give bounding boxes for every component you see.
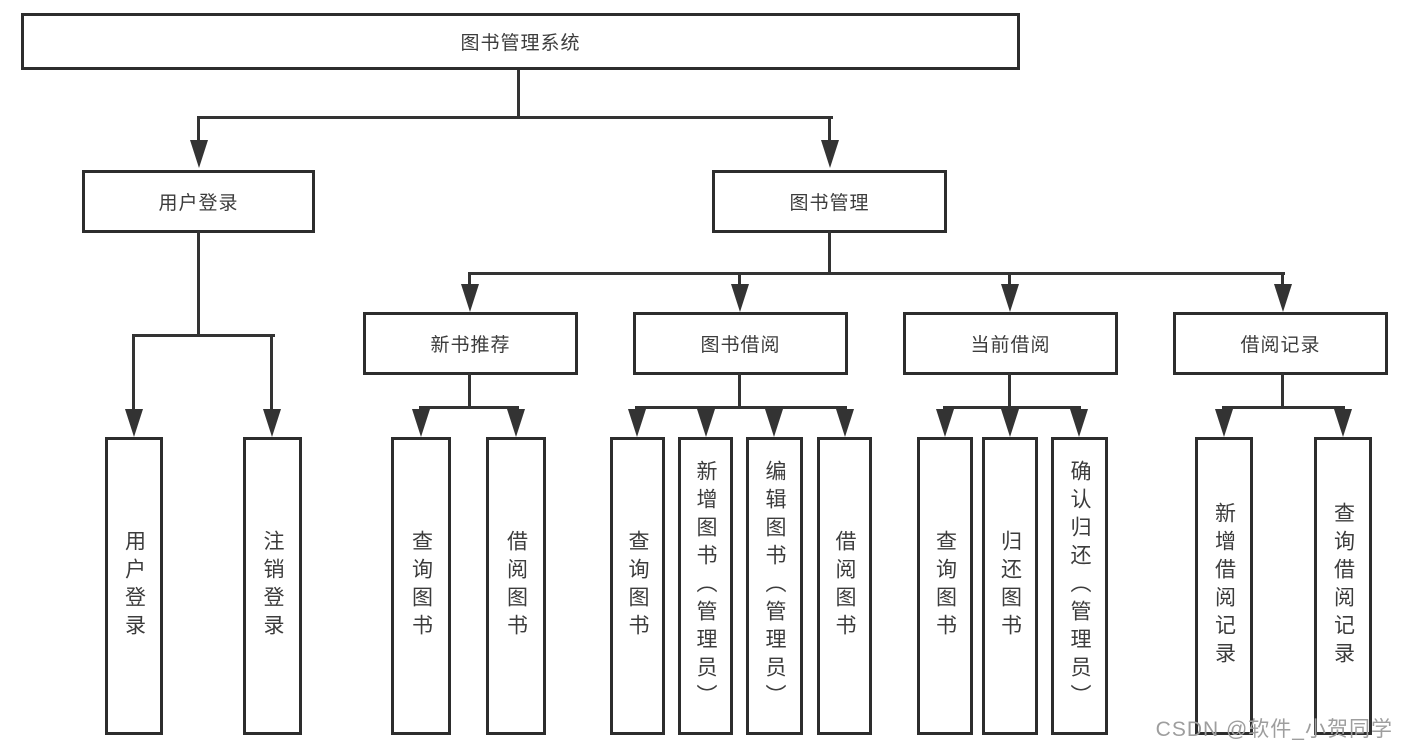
arrow-down-icon — [821, 140, 839, 168]
connector-line — [738, 373, 741, 409]
leaf-query-books-1: 查询图书 — [391, 437, 451, 735]
leaf-borrow-books-1: 借阅图书 — [486, 437, 546, 735]
node-book-management: 图书管理 — [712, 170, 947, 233]
connector-line — [270, 334, 273, 416]
leaf-confirm-return-admin: 确认归还（管理员） — [1051, 437, 1108, 735]
arrow-down-icon — [765, 409, 783, 437]
arrow-down-icon — [936, 409, 954, 437]
leaf-user-login: 用户登录 — [105, 437, 163, 735]
leaf-query-books-2: 查询图书 — [610, 437, 665, 735]
node-user-login: 用户登录 — [82, 170, 315, 233]
leaf-query-borrow-record: 查询借阅记录 — [1314, 437, 1372, 735]
connector-line — [468, 272, 471, 288]
connector-line — [635, 406, 847, 409]
node-label: 图书管理系统 — [460, 33, 581, 54]
leaf-logout: 注销登录 — [243, 437, 302, 735]
arrow-down-icon — [1334, 409, 1352, 437]
leaf-return-books: 归还图书 — [982, 437, 1038, 735]
node-label: 查询图书 — [933, 530, 957, 642]
node-label: 图书借阅 — [700, 335, 781, 356]
leaf-edit-books-admin: 编辑图书（管理员） — [746, 437, 803, 735]
node-label: 查询借阅记录 — [1331, 502, 1355, 670]
connector-line — [132, 334, 275, 337]
connector-line — [1281, 272, 1284, 288]
connector-line — [197, 116, 833, 119]
connector-line — [828, 231, 831, 275]
arrow-down-icon — [1215, 409, 1233, 437]
arrow-down-icon — [263, 409, 281, 437]
arrow-down-icon — [697, 409, 715, 437]
connector-line — [1222, 406, 1345, 409]
node-label: 图书管理 — [789, 193, 870, 214]
connector-line — [419, 406, 519, 409]
connector-line — [468, 272, 1285, 275]
node-current-borrowing: 当前借阅 — [903, 312, 1118, 375]
node-label: 新增图书（管理员） — [694, 460, 717, 712]
connector-line — [943, 406, 1081, 409]
connector-line — [738, 272, 741, 288]
node-label: 确认归还（管理员） — [1068, 460, 1091, 712]
node-new-book-recommend: 新书推荐 — [363, 312, 578, 375]
connector-line — [197, 116, 200, 148]
node-label: 借阅记录 — [1240, 335, 1321, 356]
leaf-add-books-admin: 新增图书（管理员） — [678, 437, 733, 735]
csdn-watermark: CSDN @软件_小贺同学 — [1155, 718, 1393, 741]
node-label: 新书推荐 — [430, 335, 511, 356]
connector-line — [1281, 373, 1284, 409]
node-label: 用户登录 — [122, 530, 146, 642]
node-borrowing-records: 借阅记录 — [1173, 312, 1388, 375]
leaf-add-borrow-record: 新增借阅记录 — [1195, 437, 1253, 735]
connector-line — [197, 231, 200, 337]
arrow-down-icon — [628, 409, 646, 437]
node-label: 编辑图书（管理员） — [763, 460, 786, 712]
node-label: 用户登录 — [158, 193, 239, 214]
arrow-down-icon — [1274, 284, 1292, 312]
arrow-down-icon — [412, 409, 430, 437]
arrow-down-icon — [125, 409, 143, 437]
connector-line — [1008, 272, 1011, 288]
node-label: 归还图书 — [998, 530, 1022, 642]
connector-line — [828, 116, 831, 148]
arrow-down-icon — [731, 284, 749, 312]
connector-line — [1008, 373, 1011, 409]
node-label: 新增借阅记录 — [1212, 502, 1236, 670]
node-label: 当前借阅 — [970, 335, 1051, 356]
arrow-down-icon — [1001, 284, 1019, 312]
connector-line — [132, 334, 135, 416]
connector-line — [468, 373, 471, 409]
arrow-down-icon — [1070, 409, 1088, 437]
arrow-down-icon — [190, 140, 208, 168]
arrow-down-icon — [507, 409, 525, 437]
node-label: 借阅图书 — [833, 530, 856, 642]
leaf-borrow-books-2: 借阅图书 — [817, 437, 872, 735]
node-label: 注销登录 — [261, 530, 284, 642]
node-label: 借阅图书 — [504, 530, 528, 642]
arrow-down-icon — [1001, 409, 1019, 437]
arrow-down-icon — [836, 409, 854, 437]
leaf-query-books-3: 查询图书 — [917, 437, 973, 735]
arrow-down-icon — [461, 284, 479, 312]
node-label: 查询图书 — [626, 530, 649, 642]
node-library-management-system: 图书管理系统 — [21, 13, 1020, 70]
node-label: 查询图书 — [409, 530, 433, 642]
connector-line — [517, 70, 520, 119]
node-book-borrowing: 图书借阅 — [633, 312, 848, 375]
